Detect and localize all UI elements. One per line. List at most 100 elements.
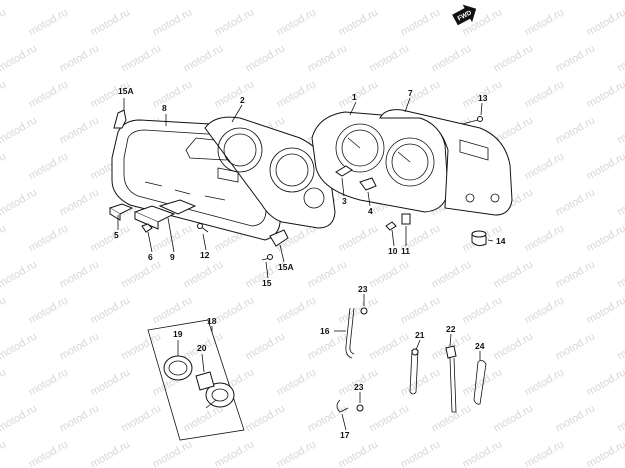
watermark-text: motod.ru bbox=[58, 330, 102, 362]
watermark-text: motod.ru bbox=[120, 42, 164, 74]
leader-lines bbox=[117, 97, 494, 431]
screw-part-13 bbox=[461, 116, 483, 125]
callout-5: 5 bbox=[114, 230, 119, 240]
watermark-text: motod.ru bbox=[492, 402, 536, 434]
watermark-text: motod.ru bbox=[89, 438, 133, 468]
watermark-text: motod.ru bbox=[430, 0, 474, 3]
watermark-text: motod.ru bbox=[368, 42, 412, 74]
cap-part bbox=[471, 230, 487, 247]
watermark-text: motod.ru bbox=[523, 78, 567, 110]
watermark-text: motod.ru bbox=[0, 150, 8, 182]
switch-plate-part bbox=[158, 199, 197, 215]
watermark-text: motod.ru bbox=[306, 0, 350, 3]
watermark-text: motod.ru bbox=[27, 78, 71, 110]
watermark-text: motod.ru bbox=[492, 330, 536, 362]
spacer-piece-lower bbox=[269, 229, 289, 247]
watermark-text: motod.ru bbox=[585, 294, 625, 326]
watermark-text: motod.ru bbox=[27, 6, 71, 38]
watermark-text: motod.ru bbox=[58, 114, 102, 146]
watermark-text: motod.ru bbox=[58, 402, 102, 434]
callout-8: 8 bbox=[162, 103, 167, 113]
callout-6: 6 bbox=[148, 252, 153, 262]
watermark-text: motod.ru bbox=[0, 330, 39, 362]
watermark-text: motod.ru bbox=[58, 0, 102, 3]
watermark-text: motod.ru bbox=[430, 42, 474, 74]
watermark-text: motod.ru bbox=[151, 78, 195, 110]
callout-1: 1 bbox=[352, 92, 357, 102]
watermark-text: motod.ru bbox=[0, 402, 39, 434]
watermark-text: motod.ru bbox=[89, 294, 133, 326]
watermark-text: motod.ru bbox=[27, 222, 71, 254]
watermark-text: motod.ru bbox=[151, 438, 195, 468]
spacer-piece-upper bbox=[113, 109, 127, 129]
callout-15: 15 bbox=[262, 278, 272, 288]
watermark-text: motod.ru bbox=[616, 0, 625, 3]
watermark-text: motod.ru bbox=[585, 438, 625, 468]
watermark-text: motod.ru bbox=[89, 366, 133, 398]
watermark-text: motod.ru bbox=[461, 438, 505, 468]
callout-22: 22 bbox=[446, 324, 456, 334]
watermark-text: motod.ru bbox=[120, 0, 164, 3]
watermark-text: motod.ru bbox=[337, 222, 381, 254]
fwd-arrow-icon: FWD bbox=[452, 4, 477, 26]
callout-20: 20 bbox=[197, 343, 207, 353]
screw-part-12 bbox=[197, 223, 209, 233]
watermark-text: motod.ru bbox=[27, 150, 71, 182]
tie-strap-part-21 bbox=[409, 348, 419, 395]
watermark-text: motod.ru bbox=[399, 294, 443, 326]
callout-4: 4 bbox=[368, 206, 373, 216]
watermark-text: motod.ru bbox=[337, 6, 381, 38]
watermark-text: motod.ru bbox=[275, 366, 319, 398]
watermark-text: motod.ru bbox=[585, 78, 625, 110]
panel-switch-part bbox=[108, 203, 134, 221]
bulb-small-part bbox=[385, 221, 397, 231]
callout-10: 10 bbox=[388, 246, 398, 256]
watermark-text: motod.ru bbox=[616, 186, 625, 218]
watermark-text: motod.ru bbox=[27, 294, 71, 326]
watermark-text: motod.ru bbox=[58, 42, 102, 74]
watermark-text: motod.ru bbox=[585, 366, 625, 398]
watermark-text: motod.ru bbox=[585, 222, 625, 254]
meter-case-part bbox=[204, 116, 336, 229]
cable-tie-part-22 bbox=[445, 345, 457, 413]
watermark-text: motod.ru bbox=[120, 330, 164, 362]
watermark-text: motod.ru bbox=[554, 0, 598, 3]
watermark-text: motod.ru bbox=[0, 438, 8, 468]
watermark-text: motod.ru bbox=[554, 330, 598, 362]
watermark-text: motod.ru bbox=[275, 78, 319, 110]
watermark-text: motod.ru bbox=[461, 366, 505, 398]
watermark-text: motod.ru bbox=[368, 402, 412, 434]
watermark-text: motod.ru bbox=[492, 0, 536, 3]
watermark-text: motod.ru bbox=[523, 6, 567, 38]
watermark-text: motod.ru bbox=[0, 114, 39, 146]
watermark-text: motod.ru bbox=[461, 294, 505, 326]
bulb-socket-part bbox=[359, 177, 377, 191]
watermark-text: motod.ru bbox=[554, 186, 598, 218]
watermark-text: motod.ru bbox=[244, 42, 288, 74]
callout-12: 12 bbox=[200, 250, 210, 260]
watermark-text: motod.ru bbox=[213, 78, 257, 110]
watermark-text: motod.ru bbox=[213, 294, 257, 326]
watermark-text: motod.ru bbox=[182, 42, 226, 74]
callout-labels: 1 2 3 4 5 6 7 8 9 10 11 12 13 14 15 15A … bbox=[114, 86, 506, 440]
watermark-text: motod.ru bbox=[120, 258, 164, 290]
callout-16: 16 bbox=[320, 326, 330, 336]
watermark-text: motod.ru bbox=[585, 6, 625, 38]
callout-14: 14 bbox=[496, 236, 506, 246]
watermark-text: motod.ru bbox=[182, 258, 226, 290]
callout-3: 3 bbox=[342, 196, 347, 206]
watermark-text: motod.ru bbox=[275, 294, 319, 326]
watermark-text: motod.ru bbox=[151, 294, 195, 326]
watermark-text: motod.ru bbox=[120, 402, 164, 434]
callout-23-upper: 23 bbox=[358, 284, 368, 294]
watermark-text: motod.ru bbox=[182, 0, 226, 3]
callout-18: 18 bbox=[207, 316, 217, 326]
watermark-text: motod.ru bbox=[275, 438, 319, 468]
watermark-text: motod.ru bbox=[399, 6, 443, 38]
watermark-text: motod.ru bbox=[554, 402, 598, 434]
watermark-text: motod.ru bbox=[0, 0, 39, 3]
watermark-text: motod.ru bbox=[523, 150, 567, 182]
watermark-text: motod.ru bbox=[492, 258, 536, 290]
